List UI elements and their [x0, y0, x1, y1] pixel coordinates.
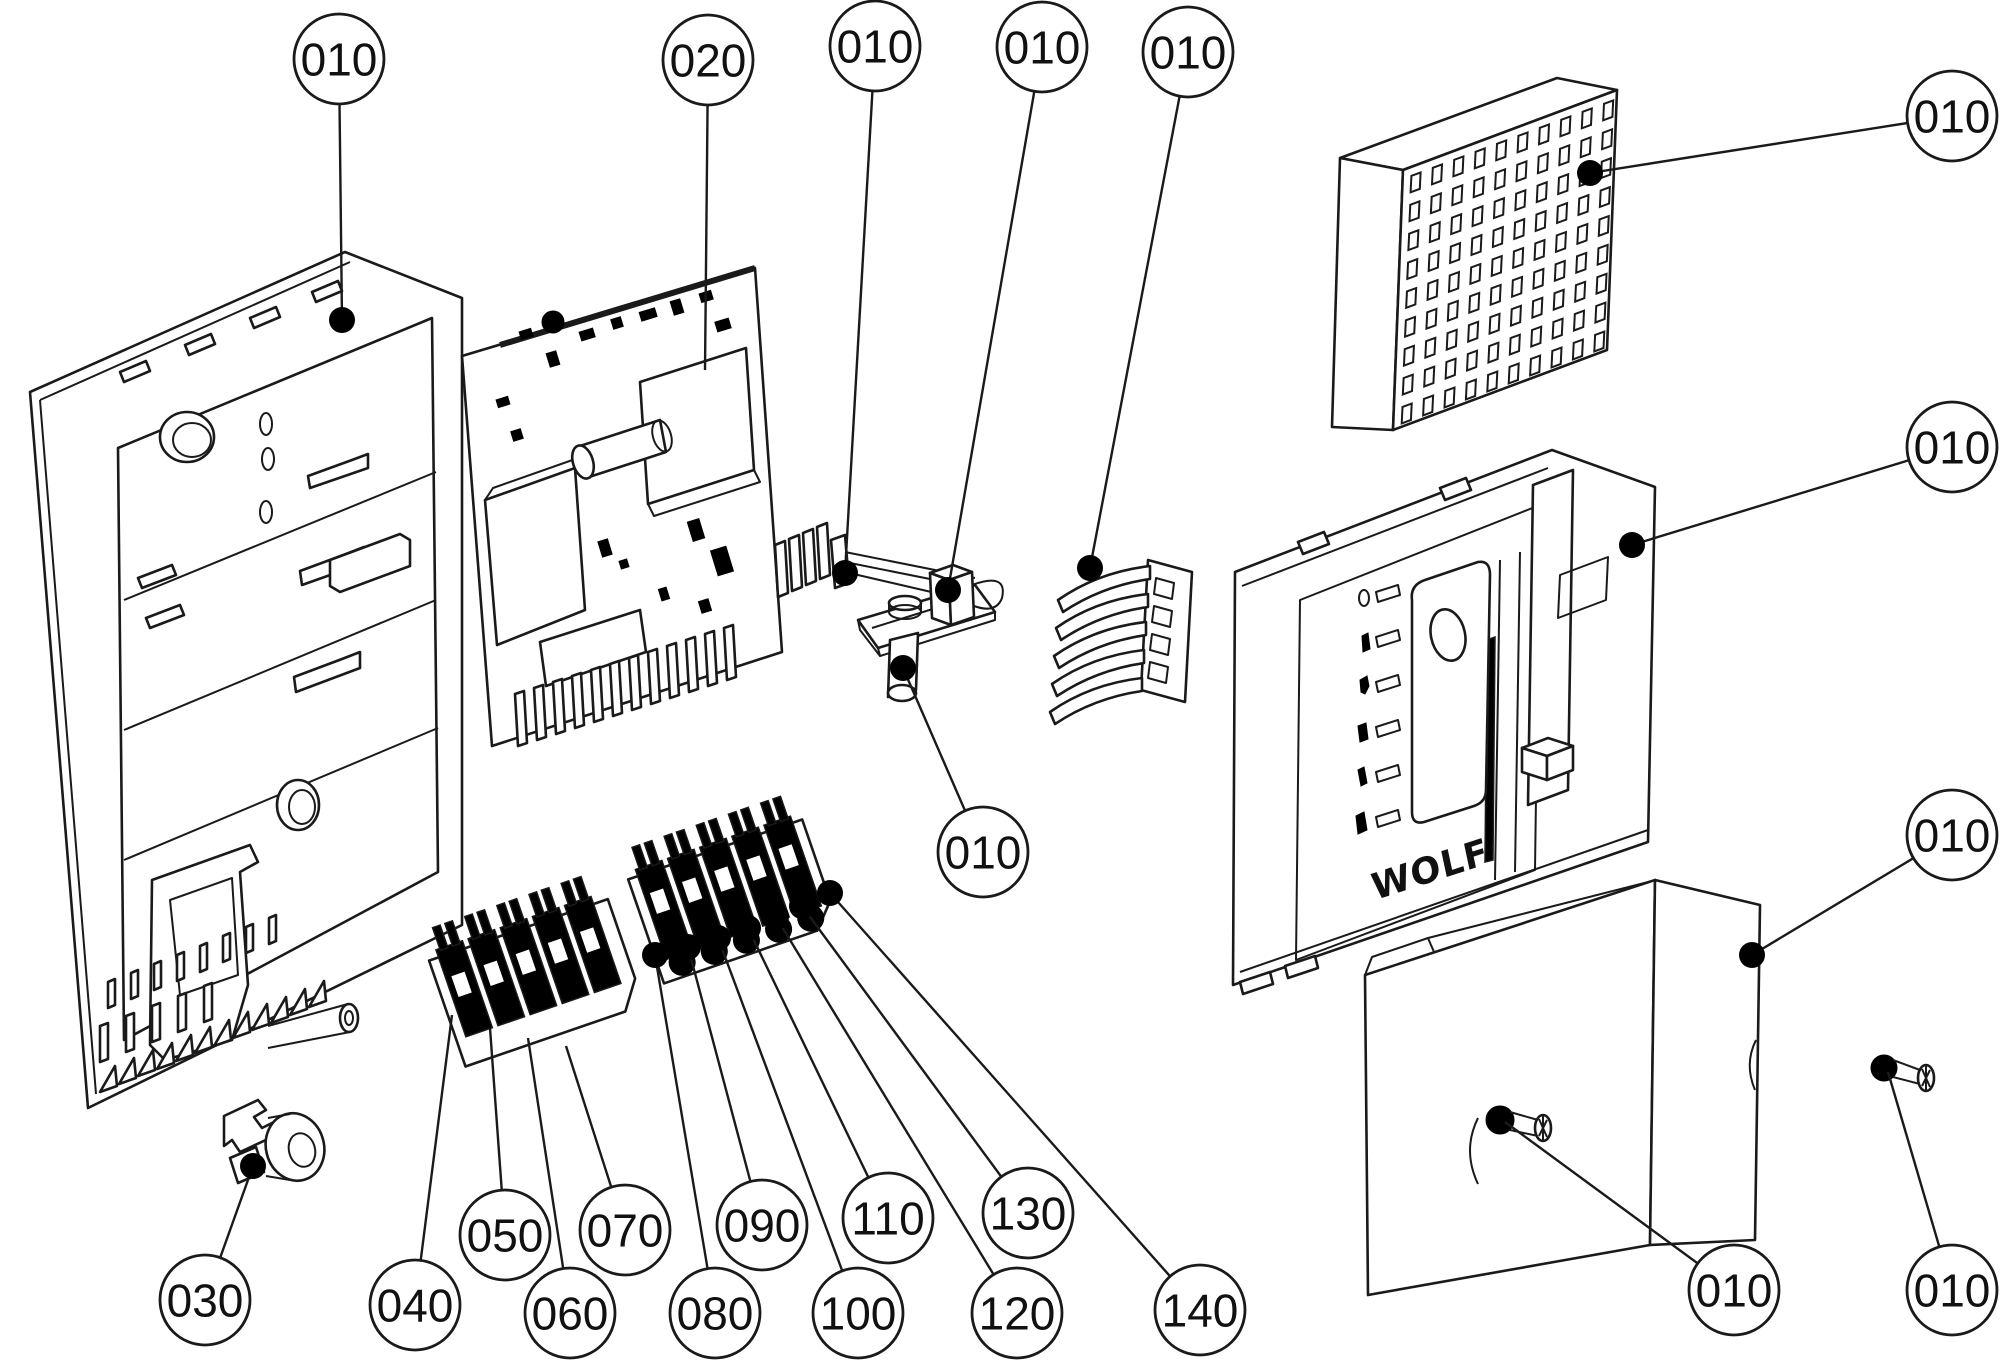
callout-label: 010 — [301, 34, 378, 86]
callout-balloon-010[interactable]: 010 — [292, 12, 386, 106]
callout-balloon-100[interactable]: 100 — [811, 1266, 905, 1360]
callout-label: 070 — [587, 1205, 664, 1257]
callout-balloon-010[interactable]: 010 — [1905, 788, 1999, 882]
callout-label: 130 — [990, 1188, 1067, 1240]
callout-label: 120 — [979, 1288, 1056, 1340]
attachment-dot-120 — [763, 904, 789, 930]
callout-balloon-060[interactable]: 060 — [523, 1266, 617, 1360]
leader-line-040 — [413, 1014, 454, 1306]
callout-balloon-140[interactable]: 140 — [1153, 1263, 1247, 1357]
terminal-block-left-part — [427, 875, 637, 1068]
leader-line-010 — [1504, 1121, 1735, 1291]
callout-balloon-010[interactable]: 010 — [1905, 1243, 1999, 1337]
attachment-dot-010 — [1577, 160, 1603, 186]
attachment-dot-010 — [329, 307, 355, 333]
callout-label: 060 — [532, 1288, 609, 1340]
front-housing-part: WOLF — [1231, 448, 1657, 996]
leader-line-110 — [746, 927, 890, 1219]
leader-line-130 — [801, 905, 1029, 1214]
callout-label: 040 — [377, 1280, 454, 1332]
grille-holes — [1400, 99, 1615, 425]
callout-label: 010 — [945, 827, 1022, 879]
leader-line-080 — [653, 954, 717, 1314]
attachment-dot-010 — [935, 577, 961, 603]
leader-line-010 — [843, 45, 877, 574]
callout-label: 090 — [724, 1200, 801, 1252]
callout-balloon-050[interactable]: 050 — [458, 1188, 552, 1282]
callout-label: 010 — [1696, 1265, 1773, 1317]
attachment-dot-110 — [735, 915, 761, 941]
callout-label: 010 — [837, 21, 914, 73]
callout-label: 100 — [820, 1288, 897, 1340]
leader-line-010 — [946, 46, 1044, 591]
cable-comb-part — [1048, 558, 1194, 726]
callout-balloon-010[interactable]: 010 — [1905, 69, 1999, 163]
leader-line-010 — [1088, 51, 1190, 569]
attachment-dot-010 — [1077, 555, 1103, 581]
callout-balloon-010[interactable]: 010 — [1141, 5, 1235, 99]
callout-balloon-040[interactable]: 040 — [368, 1258, 462, 1352]
pcb-pin-fins — [513, 623, 738, 748]
attachment-dot-100 — [705, 925, 731, 951]
pcb-top-dot — [541, 310, 565, 334]
callout-label: 010 — [1004, 22, 1081, 74]
attachment-dot-130 — [789, 893, 815, 919]
callout-label: 010 — [1914, 422, 1991, 474]
callout-balloon-130[interactable]: 130 — [981, 1166, 1075, 1260]
screw-left-part — [1485, 1105, 1553, 1143]
callout-label: 110 — [851, 1193, 924, 1245]
cover-door-part — [1363, 878, 1762, 1297]
attachment-dot-010 — [1619, 532, 1645, 558]
leader-line-010 — [1631, 445, 1953, 547]
callout-label: 080 — [677, 1288, 754, 1340]
callout-label: 030 — [167, 1275, 244, 1327]
callout-label: 010 — [1914, 810, 1991, 862]
callout-balloon-080[interactable]: 080 — [668, 1266, 762, 1360]
callout-balloon-070[interactable]: 070 — [578, 1183, 672, 1277]
callout-balloon-120[interactable]: 120 — [970, 1266, 1064, 1360]
attachment-dot-140 — [817, 880, 843, 906]
callout-balloon-010[interactable]: 010 — [936, 805, 1030, 899]
callout-balloon-020[interactable]: 020 — [661, 13, 755, 107]
leader-line-090 — [686, 946, 764, 1226]
callout-label: 140 — [1162, 1285, 1239, 1337]
cable-entry-serration — [98, 979, 328, 1094]
attachment-dot-010 — [890, 655, 916, 681]
callout-label: 010 — [1914, 1265, 1991, 1317]
callout-label: 010 — [1150, 27, 1227, 79]
attachment-dots — [240, 160, 1765, 1179]
leader-line-120 — [774, 916, 1019, 1314]
terminal-icon-column — [1355, 584, 1401, 835]
mounting-bracket-part — [856, 563, 1004, 703]
attachment-dot-080 — [642, 942, 668, 968]
callout-balloon-010[interactable]: 010 — [995, 0, 1089, 94]
callout-balloon-110[interactable]: 110 — [841, 1171, 935, 1265]
attachment-dot-090 — [675, 934, 701, 960]
vent-grille-part — [1330, 76, 1619, 432]
leader-line-100 — [716, 937, 860, 1314]
leader-line-140 — [829, 892, 1201, 1311]
callout-balloon-010[interactable]: 010 — [1905, 400, 1999, 494]
leader-line-010 — [1589, 114, 1953, 175]
callout-balloon-010[interactable]: 010 — [1687, 1243, 1781, 1337]
back-housing-part — [28, 250, 464, 1110]
callout-balloon-030[interactable]: 030 — [158, 1253, 252, 1347]
callout-label: 010 — [1914, 91, 1991, 143]
attachment-dot-010 — [832, 560, 858, 586]
pcb-components — [495, 289, 735, 614]
callout-balloon-090[interactable]: 090 — [715, 1178, 809, 1272]
leader-line-020 — [703, 59, 710, 371]
callout-label: 050 — [467, 1210, 544, 1262]
attachment-dot-030 — [240, 1153, 266, 1179]
callout-label: 020 — [670, 35, 747, 87]
control-pcb-part — [460, 265, 784, 748]
attachment-dot-010 — [1739, 942, 1765, 968]
strain-relief-clamp-part — [222, 1098, 326, 1185]
callout-balloon-010[interactable]: 010 — [828, 0, 922, 93]
screw-right-part — [1870, 1054, 1936, 1093]
